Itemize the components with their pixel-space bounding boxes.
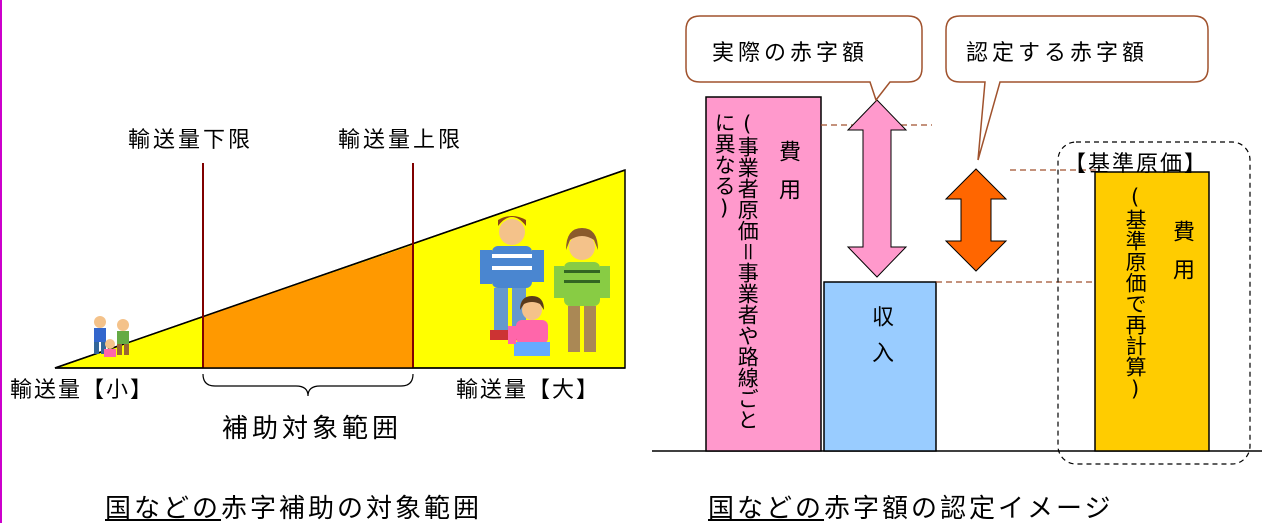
right-caption-prefix: 国などの [708, 494, 825, 524]
right-caption-rest: 赤字額の認定イメージ [824, 494, 1114, 524]
actual-deficit-bubble [685, 15, 923, 102]
actual-deficit-bubble-text: 実際の赤字額 [712, 41, 869, 66]
standard-cost-label: 費用 [1169, 220, 1194, 296]
small-volume-label: 輸送量【小】 [10, 378, 155, 403]
standard-cost-title: 【基準原価】 [1064, 152, 1209, 177]
large-people-illustration [480, 216, 610, 356]
cost-bar [705, 96, 822, 452]
standard-cost-note: (基準原価で再計算) [1123, 185, 1148, 401]
revenue-bar [823, 281, 937, 452]
standard-cost-frame [1057, 141, 1251, 465]
right-caption: 国などの赤字額の認定イメージ [708, 488, 1114, 525]
left-caption-rest: 赤字補助の対象範囲 [221, 494, 483, 524]
certified-deficit-bubble [945, 15, 1209, 161]
left-caption-prefix: 国などの [105, 494, 222, 524]
triangle-hypotenuse [54, 169, 626, 369]
revenue-bar-label: 収入 [868, 305, 893, 377]
cost-bar-note: (事業者原価＝事業者や路線ごとに異なる) [712, 112, 760, 430]
large-volume-label: 輸送量【大】 [456, 378, 601, 403]
subsidy-area [203, 245, 413, 368]
left-caption: 国などの赤字補助の対象範囲 [105, 488, 482, 525]
subsidy-range-label: 補助対象範囲 [222, 414, 403, 444]
certified-deficit-arrow [944, 168, 1008, 272]
actual-deficit-arrow [846, 99, 908, 278]
certified-deficit-bubble-text: 認定する赤字額 [966, 41, 1149, 66]
standard-cost-bar [1094, 171, 1210, 452]
small-people-illustration [94, 316, 129, 357]
lower-limit-label: 輸送量下限 [128, 128, 254, 153]
range-brace [202, 373, 414, 397]
cost-bar-label: 費用 [775, 140, 800, 216]
upper-limit-label: 輸送量上限 [338, 128, 464, 153]
